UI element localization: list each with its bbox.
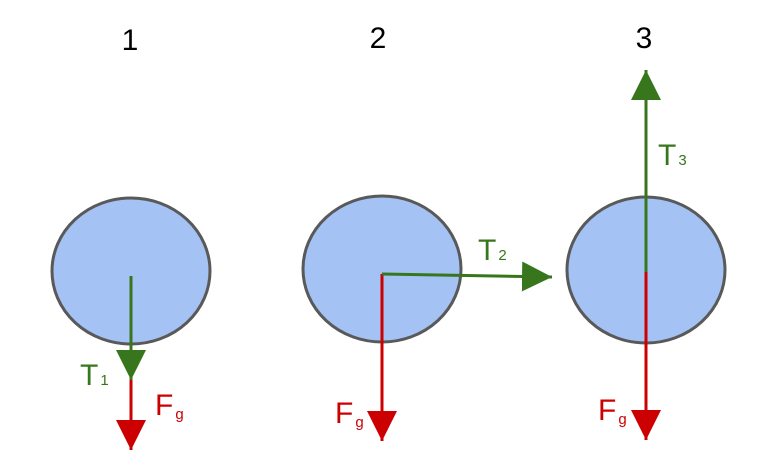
panel-number: 2 (370, 22, 387, 55)
panel-number: 3 (636, 22, 653, 55)
tension-arrow (381, 261, 553, 292)
panel-number: 1 (122, 24, 139, 57)
